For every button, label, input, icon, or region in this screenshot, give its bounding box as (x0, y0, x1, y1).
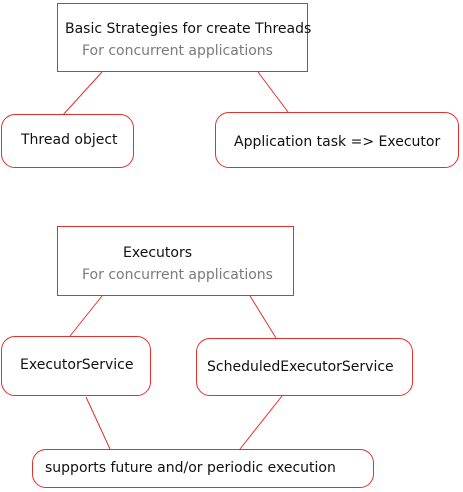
child-node-executor-service-label: ExecutorService (20, 357, 134, 373)
connector-executor-service-leaf (85, 396, 111, 450)
connector-root2-scheduled-executor-service (249, 295, 277, 339)
root-node-executors: Executors For concurrent applications (57, 226, 294, 296)
leaf-node-periodic-execution-label: supports future and/or periodic executio… (45, 460, 336, 476)
root-node-executors-title: Executors (123, 245, 192, 261)
root-node-title: Basic Strategies for create Threads (65, 21, 312, 37)
child-node-thread-object-label: Thread object (21, 132, 118, 148)
connector-root1-application-task (257, 71, 289, 113)
root-node-executors-subtitle: For concurrent applications (82, 267, 273, 283)
root-node-basic-strategies: Basic Strategies for create Threads For … (57, 3, 312, 72)
child-node-thread-object: Thread object (1, 114, 134, 168)
child-node-executor-service: ExecutorService (1, 336, 151, 396)
child-node-scheduled-executor-service-label: ScheduledExecutorService (207, 359, 394, 375)
child-node-scheduled-executor-service: ScheduledExecutorService (196, 338, 413, 396)
root-node-subtitle: For concurrent applications (82, 43, 273, 59)
leaf-node-periodic-execution: supports future and/or periodic executio… (32, 449, 374, 488)
child-node-application-task-label: Application task => Executor (234, 134, 441, 150)
connector-scheduled-executor-service-leaf (239, 395, 283, 450)
connector-root2-executor-service (69, 295, 103, 337)
connector-root1-thread-object (61, 71, 103, 117)
child-node-application-task: Application task => Executor (215, 112, 459, 168)
